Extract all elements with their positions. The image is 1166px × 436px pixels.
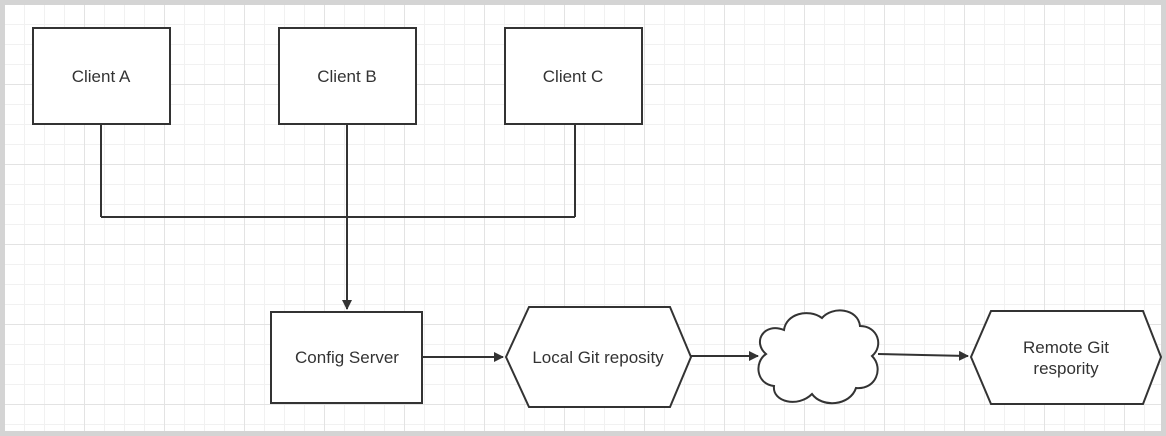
local-git-label: Local Git reposity [532, 348, 664, 367]
config-server-label: Config Server [295, 348, 399, 367]
arrow-cloud-to-remote-git [877, 350, 969, 361]
node-config-server[interactable]: Config Server [270, 311, 423, 404]
node-client-c[interactable]: Client C [504, 27, 643, 125]
config-server-box [270, 311, 423, 404]
remote-git-hexagon [969, 310, 1163, 405]
connector-clients-to-server [100, 124, 576, 310]
node-local-git[interactable]: Local Git reposity [504, 306, 693, 408]
local-git-hexagon [504, 306, 693, 408]
client-a-label: Client A [72, 67, 131, 86]
node-client-a[interactable]: Client A [32, 27, 171, 125]
remote-git-label-line1: Remote Git [1023, 338, 1109, 357]
client-a-box [32, 27, 171, 125]
node-network-cloud[interactable] [757, 309, 880, 405]
cloud-icon [757, 309, 880, 405]
node-remote-git[interactable]: Remote Git respority [969, 310, 1163, 405]
remote-git-label-line2: respority [1033, 359, 1099, 378]
client-c-box [504, 27, 643, 125]
client-b-label: Client B [317, 67, 377, 86]
client-c-label: Client C [543, 67, 603, 86]
node-client-b[interactable]: Client B [278, 27, 417, 125]
client-b-box [278, 27, 417, 125]
